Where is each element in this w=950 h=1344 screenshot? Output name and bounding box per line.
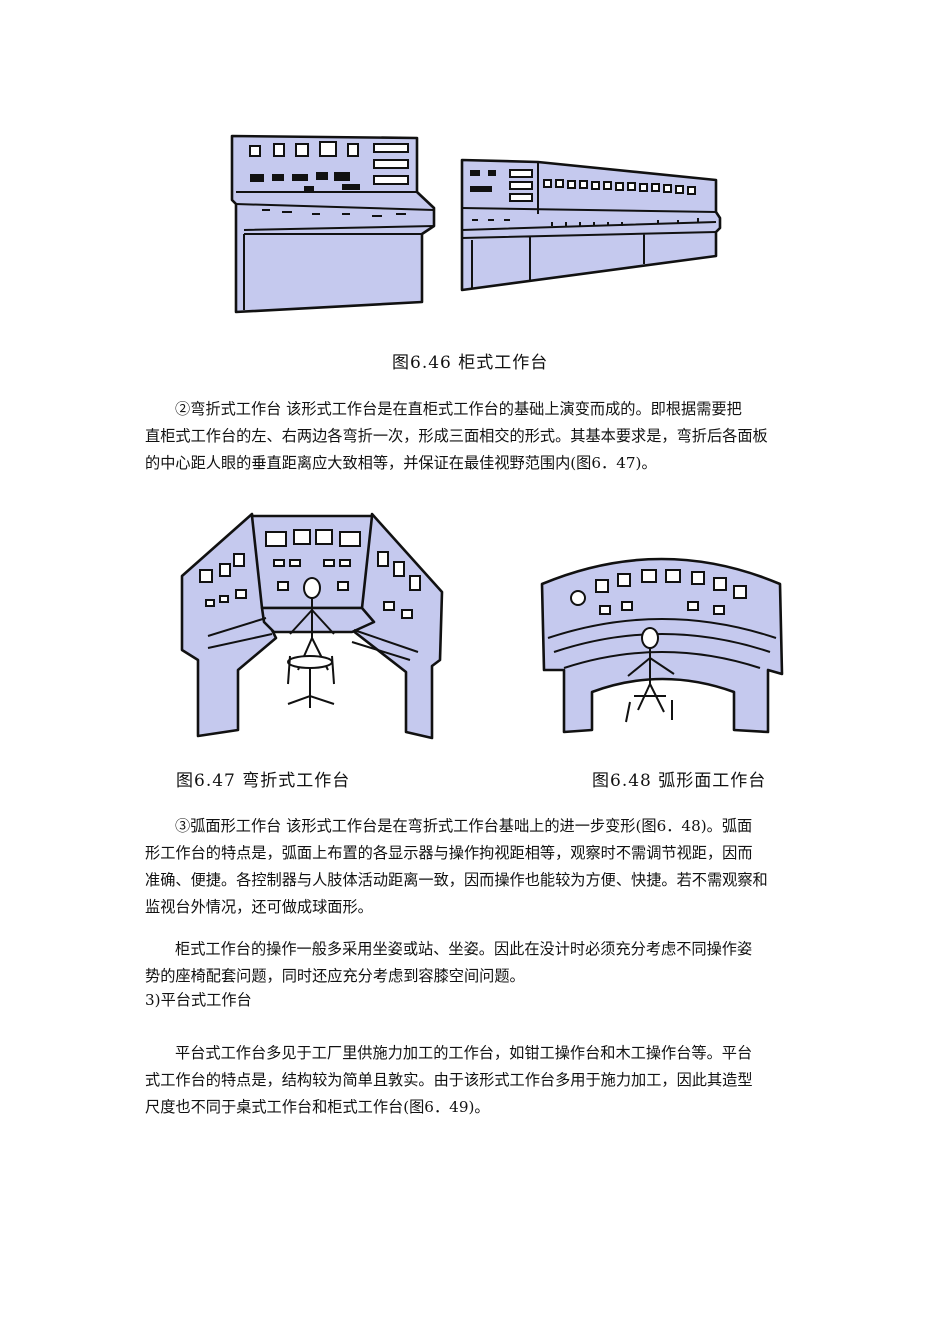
figure-caption-6-46: 图6.46 柜式工作台 [392,353,549,373]
section-heading-text: 3)平台式工作台 [145,991,252,1009]
text-line: 柜式工作台的操作一般多采用坐姿或站、坐姿。因此在没计时必须充分考虑不同操作姿 [175,940,753,958]
cabinet-console-illustration [230,134,436,314]
arc-workstation-illustration [540,557,784,734]
section-heading: 3)平台式工作台 [145,987,817,1014]
text-line: 监视台外情况，还可做成球面形。 [145,898,373,916]
text-line: 的中心距人眼的垂直距离应大致相等，并保证在最佳视野范围内(图6．47)。 [145,454,657,472]
paragraph-platform-workstation: 平台式工作台多见于工厂里供施力加工的工作台，如钳工操作台和木工操作台等。平台 式… [145,1040,817,1121]
text-line: ②弯折式工作台 该形式工作台是在直柜式工作台的基础上演变而成的。即根据需要把 [175,400,742,418]
paragraph-operation-posture: 柜式工作台的操作一般多采用坐姿或站、坐姿。因此在没计时必须充分考虑不同操作姿 势… [145,936,817,990]
paragraph-bent-workstation: ②弯折式工作台 该形式工作台是在直柜式工作台的基础上演变而成的。即根据需要把 直… [145,396,817,477]
long-cabinet-console-illustration [460,158,722,292]
paragraph-arc-workstation: ③弧面形工作台 该形式工作台是在弯折式工作台基咄上的进一步变形(图6．48)。弧… [145,813,817,921]
text-line: 准确、便捷。各控制器与人肢体活动距离一致，因而操作也能较为方便、快捷。若不需观察… [145,871,768,889]
bent-workstation-illustration [180,512,444,740]
text-line: 直柜式工作台的左、右两边各弯折一次，形成三面相交的形式。其基本要求是，弯折后各面… [145,427,768,445]
text-line: 平台式工作台多见于工厂里供施力加工的工作台，如钳工操作台和木工操作台等。平台 [175,1044,753,1062]
figure-caption-6-48: 图6.48 弧形面工作台 [592,771,767,791]
text-line: 形工作台的特点是，弧面上布置的各显示器与操作拘视距相等，观察时不需调节视距，因而 [145,844,753,862]
text-line: 势的座椅配套问题，同时还应充分考虑到容膝空间问题。 [145,967,525,985]
text-line: ③弧面形工作台 该形式工作台是在弯折式工作台基咄上的进一步变形(图6．48)。弧… [175,817,753,835]
figure-caption-6-47: 图6.47 弯折式工作台 [176,771,351,791]
text-line: 式工作台的特点是，结构较为简单且敦实。由于该形式工作台多用于施力加工，因此其造型 [145,1071,753,1089]
text-line: 尺度也不同于桌式工作台和柜式工作台(图6．49)。 [145,1098,490,1116]
